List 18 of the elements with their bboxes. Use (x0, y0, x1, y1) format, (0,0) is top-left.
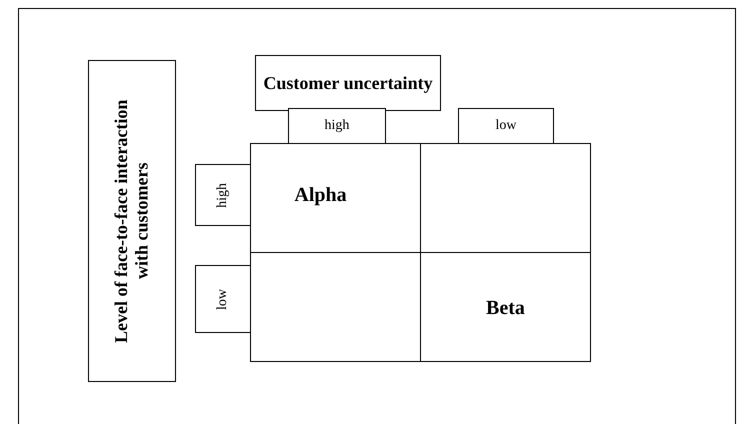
matrix-cell (250, 252, 421, 362)
row-header: low (215, 288, 231, 310)
quadrant-label: Alpha (294, 184, 347, 207)
header-box (195, 164, 251, 226)
title-box (255, 55, 441, 111)
header-box (195, 265, 251, 333)
axis-title: Customer uncertainty (263, 72, 433, 94)
row-header: high (215, 182, 231, 208)
matrix-cell (420, 143, 591, 253)
quadrant-label: Beta (486, 297, 525, 320)
header-box (288, 108, 386, 144)
matrix-cell (420, 252, 591, 362)
header-box (458, 108, 554, 144)
axis-title: Level of face-to-face interaction with customers (111, 98, 153, 345)
column-header: high (324, 118, 350, 134)
matrix-cell (250, 143, 421, 253)
title-box (88, 60, 176, 382)
column-header: low (496, 118, 516, 134)
